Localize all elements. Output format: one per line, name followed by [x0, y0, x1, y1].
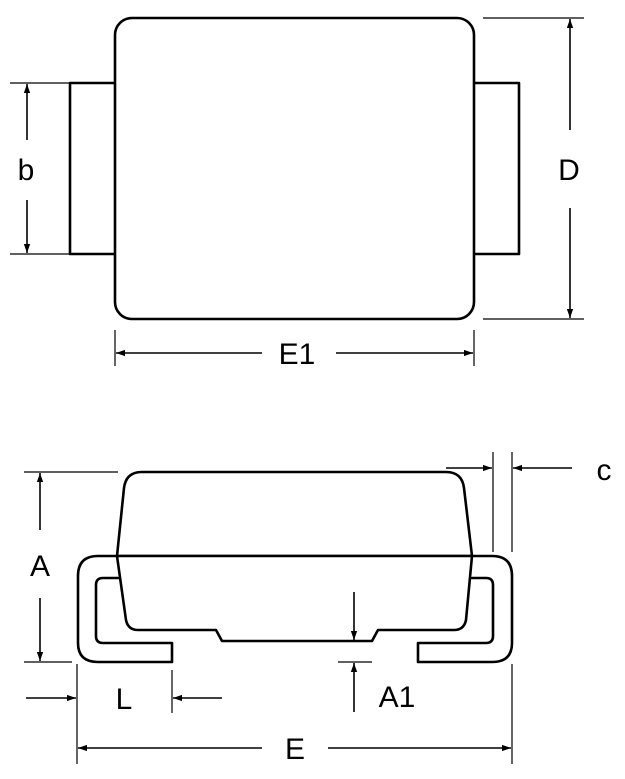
dim-L: L: [26, 670, 222, 716]
top-right-terminal: [468, 81, 521, 256]
side-body-bottom: [115, 554, 474, 643]
dim-b: b: [10, 82, 70, 255]
side-body-top: [115, 470, 474, 558]
top-left-terminal: [68, 81, 120, 256]
dim-E: E: [76, 664, 513, 766]
dim-A1: A1: [338, 592, 415, 714]
label-A: A: [30, 550, 50, 583]
dim-c: c: [446, 452, 612, 552]
label-E1: E1: [279, 338, 316, 371]
label-A1: A1: [379, 681, 416, 714]
label-D: D: [558, 154, 580, 187]
dim-A: A: [24, 471, 118, 663]
label-L: L: [116, 683, 133, 716]
dim-D: D: [483, 17, 584, 320]
top-view: b D E1: [10, 16, 584, 371]
label-E: E: [285, 733, 305, 766]
side-right-lead: [416, 554, 514, 664]
dim-E1: E1: [114, 330, 475, 371]
top-body: [113, 16, 476, 321]
side-left-lead: [76, 554, 174, 664]
label-b: b: [18, 154, 35, 187]
side-view: A c A1 L E: [24, 452, 612, 766]
label-c: c: [597, 454, 612, 487]
